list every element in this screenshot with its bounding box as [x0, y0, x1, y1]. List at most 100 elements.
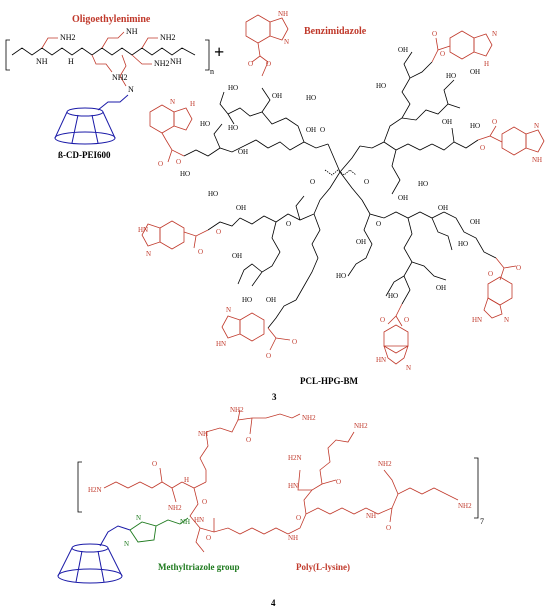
pcl-hpg-bm-structure: OH HO HO HO OH HO OH O OH HO HO OH OH HO… [138, 10, 545, 386]
lysine-chain [303, 431, 355, 515]
arm-chain [403, 51, 455, 143]
atom-o: O [266, 60, 271, 68]
pei-side-chain [41, 37, 58, 49]
atom-ho: HO [336, 272, 346, 280]
atom-oh: OH [272, 92, 282, 100]
atom-hn: HN [194, 516, 204, 524]
methyltriazole-label: Methyltriazole group [158, 562, 240, 572]
atom-o: O [198, 248, 203, 256]
benzimidazole-group: O O HN N [376, 303, 411, 372]
atom-o: O [480, 144, 485, 152]
atom-oh: OH [436, 284, 446, 292]
subscript-7: 7 [480, 517, 484, 526]
atom-o: O [246, 436, 251, 444]
arm-chain [361, 199, 445, 219]
pei-side-chain [141, 37, 158, 49]
atom-oh: OH [306, 126, 316, 134]
atom-nh2: NH2 [302, 414, 316, 422]
lysine-chain [189, 431, 209, 529]
core-link [324, 169, 357, 176]
cd-linker [99, 525, 131, 547]
atom-n: N [492, 30, 497, 38]
atom-nh: NH [126, 27, 138, 36]
atom-o: O [440, 50, 445, 58]
subscript-n: n [210, 67, 214, 76]
atom-n: N [170, 98, 175, 106]
atom-hn: HN [216, 340, 226, 348]
benzimidazole-label: Benzimidazole [304, 26, 367, 37]
arm-chain [237, 195, 305, 329]
bcd-pei600-label: ß-CD-PEI600 [58, 150, 111, 160]
atom-oh: OH [232, 252, 242, 260]
arm-chain [207, 217, 241, 231]
atom-o: O [386, 524, 391, 532]
lysine-chain [383, 469, 399, 523]
atom-o: O [492, 118, 497, 126]
benzimidazole-group: O O N HN [216, 306, 297, 360]
atom-o: O [202, 498, 207, 506]
lysine-chain [199, 527, 289, 535]
atom-hn: HN [376, 356, 386, 364]
atom-ho: HO [388, 292, 398, 300]
arm-chain [243, 139, 329, 151]
arm-chain [183, 145, 245, 157]
atom-oh: OH [470, 68, 480, 76]
atom-nh2: NH2 [458, 502, 472, 510]
arm-chain [383, 61, 433, 143]
atom-o: O [310, 178, 315, 186]
benzimidazole-group: O O N H [431, 30, 497, 68]
atom-nh: NH [532, 156, 542, 164]
atom-hn: HN [138, 226, 148, 234]
atom-n: N [136, 514, 141, 522]
compound-3-label: 3 [272, 392, 277, 402]
pei-side-chain [119, 54, 127, 87]
atom-o: O [152, 460, 157, 468]
atom-ho: HO [458, 240, 468, 248]
arm-chain [347, 213, 373, 277]
right-bracket [474, 457, 479, 519]
atom-n: N [128, 85, 134, 94]
atom-n: N [534, 122, 539, 130]
pei-side-chain [131, 54, 152, 65]
arm-chain [227, 107, 263, 117]
atom-nh: NH [180, 518, 190, 526]
hydroxyl-labels: OH HO HO HO OH HO OH O OH HO HO OH OH HO… [180, 46, 480, 304]
atom-ho: HO [180, 170, 190, 178]
left-bracket [5, 39, 10, 71]
atom-ho: HO [306, 94, 316, 102]
benzimidazole-end-groups: NH N O O O O N H O O N [138, 10, 545, 372]
atom-ho: HO [376, 82, 386, 90]
atom-oh: OH [266, 296, 276, 304]
atom-o: O [286, 220, 291, 228]
atom-ho: HO [446, 72, 456, 80]
polylysine-label: Poly(L-lysine) [296, 562, 350, 572]
benzimidazole-group: O O HN N [472, 257, 521, 324]
atom-o: O [292, 338, 297, 346]
arm-chain [261, 87, 305, 143]
right-bracket [205, 39, 210, 71]
atom-h: H [68, 57, 74, 66]
atom-o: O [320, 126, 325, 134]
core-arms [319, 143, 363, 201]
arm-chain [239, 199, 321, 225]
arm-chain [295, 213, 321, 301]
atom-n: N [406, 364, 411, 372]
atom-n: N [124, 540, 129, 548]
atom-n: N [504, 316, 509, 324]
atom-n: N [226, 306, 231, 314]
atom-o: O [158, 160, 163, 168]
benzimidazole-group: NH N O O [245, 10, 289, 77]
bcd-polylysine-structure: 7 NH2 NH2 NH O H2N O NH2 H O HN O NH H2N… [57, 406, 484, 584]
atom-ho: HO [200, 120, 210, 128]
atom-o: O [376, 220, 381, 228]
atom-oh: OH [438, 204, 448, 212]
atom-nh2: NH2 [168, 504, 182, 512]
atom-ho: HO [228, 84, 238, 92]
atom-hn: HN [472, 316, 482, 324]
pei-side-chain [91, 54, 113, 73]
pei-side-chain [101, 31, 125, 49]
atom-nh: NH [278, 10, 288, 18]
arm-chain [401, 217, 413, 305]
arm-chain [431, 139, 479, 151]
atom-o: O [432, 30, 437, 38]
